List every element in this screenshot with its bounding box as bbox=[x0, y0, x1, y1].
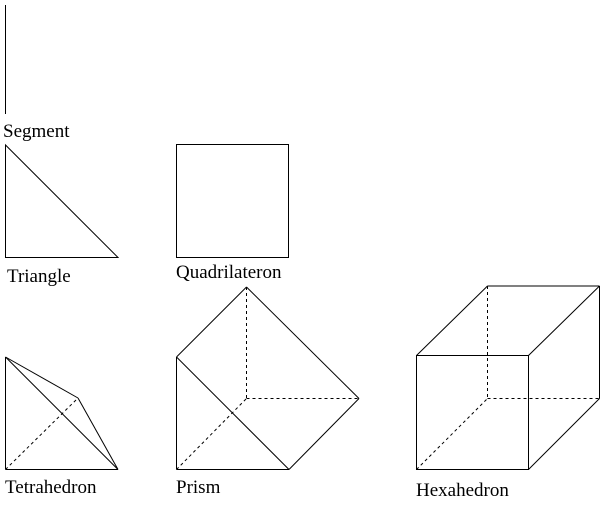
quadrilateron-shape bbox=[176, 144, 289, 258]
prism-edge bbox=[288, 398, 360, 470]
prism-edge bbox=[176, 286, 247, 358]
hexahedron-front-face bbox=[416, 355, 529, 470]
prism-label: Prism bbox=[176, 477, 221, 498]
triangle-outline bbox=[5, 143, 120, 258]
tetrahedron-edge bbox=[77, 397, 119, 470]
hexahedron-shape bbox=[416, 285, 600, 470]
prism-edge bbox=[176, 356, 290, 470]
segment-label: Segment bbox=[3, 121, 70, 142]
hexahedron-edge bbox=[528, 398, 600, 470]
tetrahedron-edge bbox=[5, 356, 119, 470]
tetrahedron-label: Tetrahedron bbox=[5, 477, 97, 498]
hexahedron-edge bbox=[528, 285, 600, 356]
hexahedron-label: Hexahedron bbox=[416, 480, 509, 501]
tetrahedron-shape bbox=[5, 356, 119, 470]
prism-hidden-edge bbox=[176, 398, 247, 470]
triangle-label: Triangle bbox=[7, 266, 71, 287]
prism-shape bbox=[176, 286, 360, 470]
triangle-shape bbox=[5, 143, 120, 258]
tetrahedron-hidden-edge bbox=[5, 397, 79, 470]
tetrahedron-edge bbox=[5, 356, 79, 399]
prism-edge bbox=[246, 286, 360, 399]
quadrilateron-outline bbox=[176, 144, 289, 258]
hexahedron-hidden-edge bbox=[416, 398, 488, 470]
quadrilateron-label: Quadrilateron bbox=[176, 262, 282, 283]
hexahedron-edge bbox=[416, 285, 488, 356]
